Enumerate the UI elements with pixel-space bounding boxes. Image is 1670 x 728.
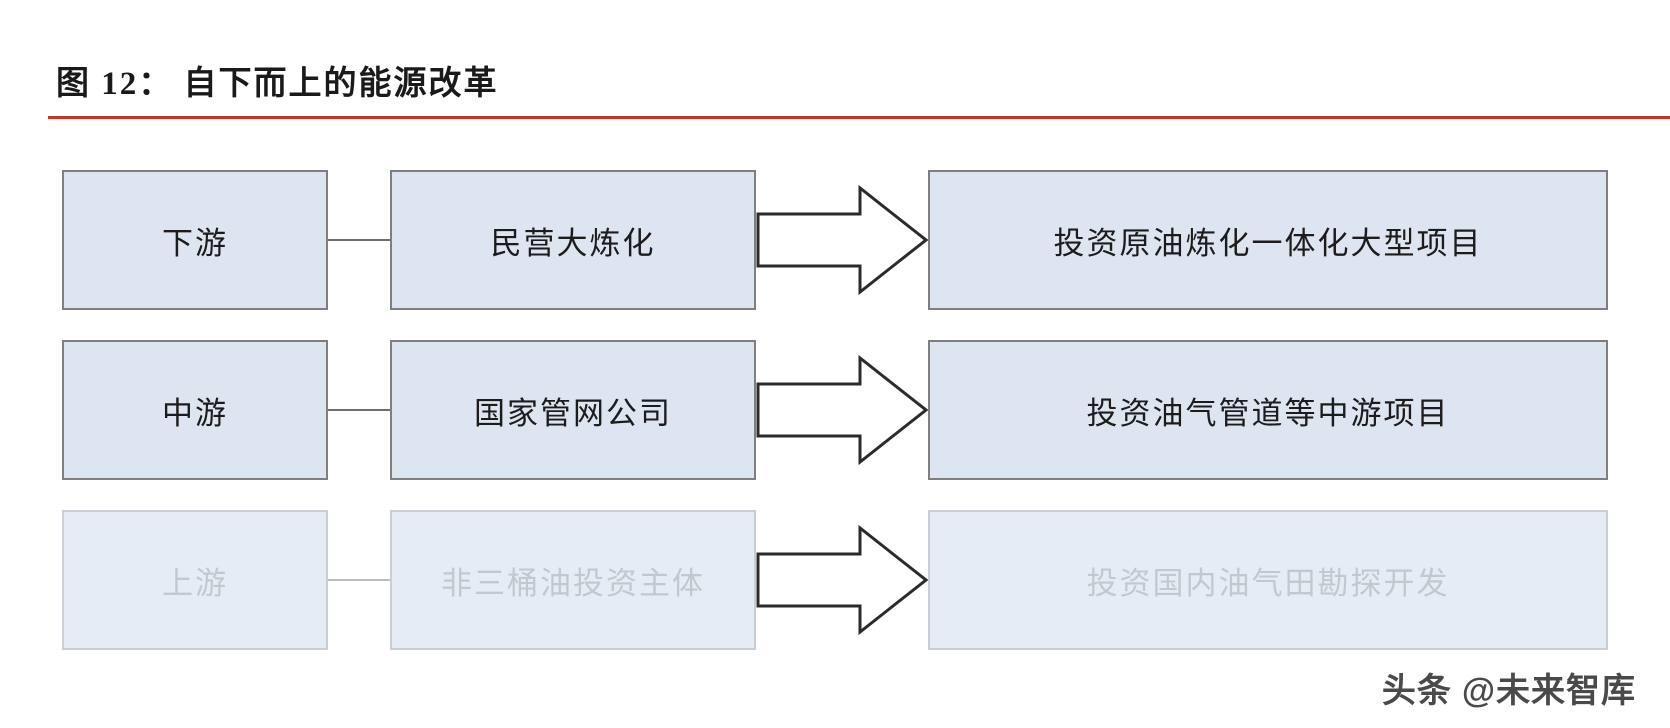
flow-row-upstream: 上游 非三桶油投资主体 投资国内油气田勘探开发 [0,510,1670,650]
arrow-icon-downstream [756,184,928,296]
action-box-downstream[interactable]: 投资原油炼化一体化大型项目 [928,170,1608,310]
connector-line-downstream [328,239,390,241]
connector-line-midstream [328,409,390,411]
figure-header: 图 12： 自下而上的能源改革 [0,20,1670,119]
stage-box-upstream[interactable]: 上游 [62,510,328,650]
action-box-midstream[interactable]: 投资油气管道等中游项目 [928,340,1608,480]
flow-row-midstream: 中游 国家管网公司 投资油气管道等中游项目 [0,340,1670,480]
arrow-icon-midstream [756,354,928,466]
watermark-text: @未来智库 [1461,672,1636,710]
flow-diagram: 下游 民营大炼化 投资原油炼化一体化大型项目 中游 国家管网公司 投资油气管道等… [0,150,1670,680]
actor-box-midstream[interactable]: 国家管网公司 [390,340,756,480]
actor-box-upstream[interactable]: 非三桶油投资主体 [390,510,756,650]
stage-box-downstream[interactable]: 下游 [62,170,328,310]
stage-box-midstream[interactable]: 中游 [62,340,328,480]
arrow-icon-upstream [756,524,928,636]
actor-box-downstream[interactable]: 民营大炼化 [390,170,756,310]
action-box-upstream[interactable]: 投资国内油气田勘探开发 [928,510,1608,650]
page-title: 图 12： 自下而上的能源改革 [56,66,499,102]
connector-line-upstream [328,579,390,581]
flow-row-downstream: 下游 民营大炼化 投资原油炼化一体化大型项目 [0,170,1670,310]
title-divider [48,116,1670,119]
watermark: 头条 @未来智库 [1382,663,1636,712]
watermark-logo: 头条 [1381,672,1452,710]
